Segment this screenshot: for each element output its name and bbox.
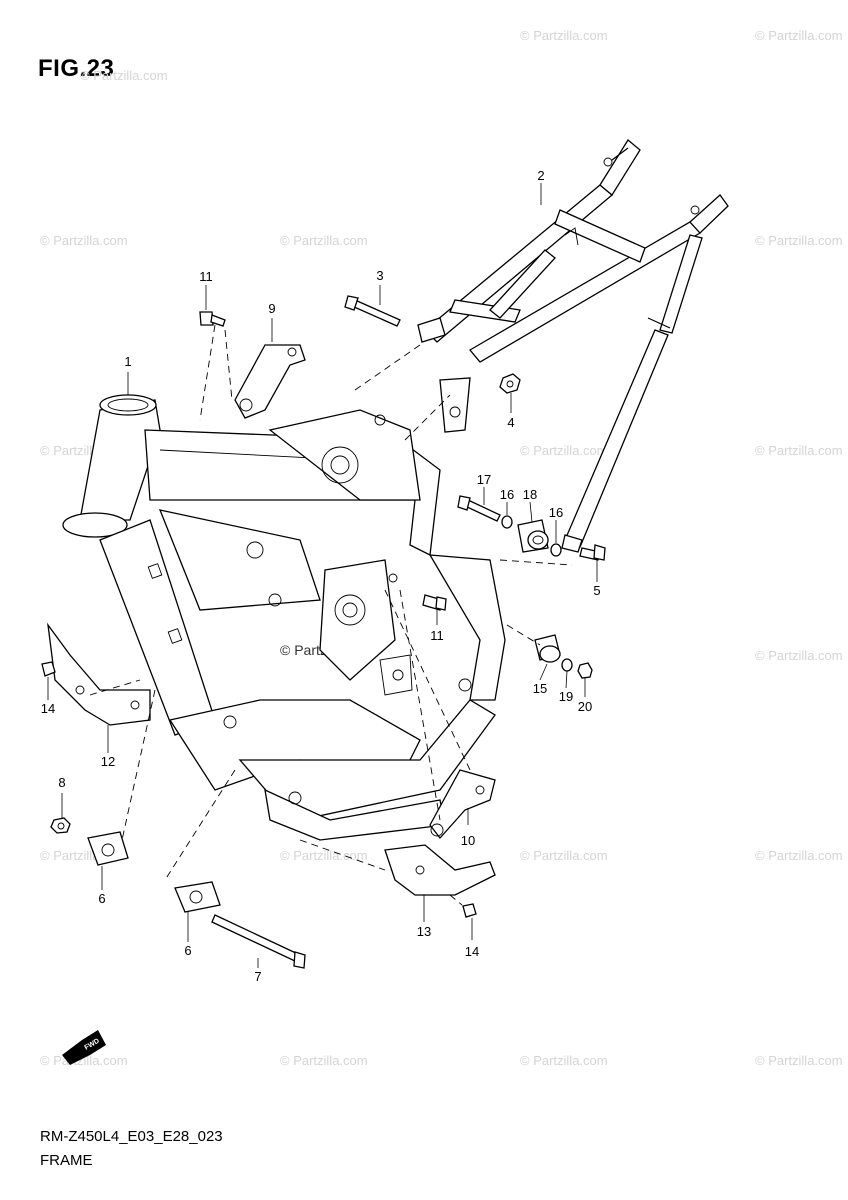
diagram-name: FRAME <box>40 1152 93 1169</box>
bolt-3[interactable] <box>344 295 401 327</box>
guard-12[interactable] <box>47 622 151 726</box>
diagram-code: RM-Z450L4_E03_E28_023 <box>40 1128 223 1145</box>
callout-1: 1 <box>124 354 131 369</box>
callout-12: 12 <box>101 754 115 769</box>
guard-13[interactable] <box>384 844 496 896</box>
bolt-14-left[interactable] <box>41 661 56 677</box>
figure-title: FIG.23 <box>38 55 115 82</box>
leader-lines <box>47 183 598 968</box>
callout-7: 7 <box>254 969 261 984</box>
bolt-17[interactable] <box>457 495 501 522</box>
callout-17: 17 <box>477 472 491 487</box>
washer-19[interactable] <box>561 658 573 672</box>
bolt-11-top[interactable] <box>199 311 226 327</box>
callout-14-right: 14 <box>465 944 479 959</box>
watermark-text: © Partzilla.com <box>755 443 843 458</box>
callout-3: 3 <box>376 268 383 283</box>
watermark-text: © Partzilla.com <box>280 233 368 248</box>
bracket-6-upper[interactable] <box>87 831 129 866</box>
bolt-5[interactable] <box>579 544 606 561</box>
callout-16-right: 16 <box>549 505 563 520</box>
bolt-11-mid[interactable] <box>422 594 447 611</box>
bracket-10[interactable] <box>429 769 496 840</box>
nut-8[interactable] <box>50 817 71 834</box>
callout-13: 13 <box>417 924 431 939</box>
collar-15[interactable] <box>534 634 561 663</box>
callout-16-left: 16 <box>500 487 514 502</box>
callout-4: 4 <box>507 415 514 430</box>
bolt-7[interactable] <box>211 914 306 969</box>
watermark-text: © Partzilla.com <box>520 28 608 43</box>
callout-5: 5 <box>593 583 600 598</box>
callout-15: 15 <box>533 681 547 696</box>
watermark-text: © Partzilla.com <box>520 1053 608 1068</box>
fwd-arrow-icon: FWD <box>62 1030 106 1065</box>
callout-11-mid: 11 <box>430 628 444 643</box>
bracket-6-lower[interactable] <box>174 881 221 913</box>
watermark-text: © Partzilla.com <box>40 1053 128 1068</box>
callout-2: 2 <box>537 168 544 183</box>
watermark-text: © Partzilla.com <box>40 233 128 248</box>
callout-8: 8 <box>58 775 65 790</box>
watermark-text: © Partzilla.com <box>755 648 843 663</box>
collar-18[interactable] <box>517 519 549 553</box>
callout-9: 9 <box>268 301 275 316</box>
watermark-text: © Partzilla.com <box>755 848 843 863</box>
watermark-text: © Partzilla.com <box>280 1053 368 1068</box>
callout-20: 20 <box>578 699 592 714</box>
washer-16-right[interactable] <box>550 543 562 557</box>
callout-10: 10 <box>461 833 475 848</box>
nut-4[interactable] <box>499 373 521 394</box>
watermark-text: © Partzilla.com <box>755 1053 843 1068</box>
washer-16-left[interactable] <box>501 515 513 529</box>
rear-subframe[interactable] <box>417 139 729 553</box>
callout-19: 19 <box>559 689 573 704</box>
bolt-14-right[interactable] <box>462 903 477 918</box>
watermark-text: © Partzilla.com <box>520 443 608 458</box>
watermark-text: © Partzilla.com <box>80 68 168 83</box>
watermark-text: © Partzilla.com <box>755 28 843 43</box>
callout-6-upper: 6 <box>98 891 105 906</box>
watermark-text: © Partzilla.com <box>280 848 368 863</box>
watermarks: © Partzilla.com © Partzilla.com © Partzi… <box>40 28 843 1068</box>
watermark-text: © Partzilla.com <box>755 233 843 248</box>
callout-6-lower: 6 <box>184 943 191 958</box>
watermark-text: © Partzilla.com <box>520 848 608 863</box>
callouts: 1 2 3 4 5 6 6 7 8 9 10 11 11 12 13 14 14… <box>41 168 601 984</box>
assembly-lines <box>89 324 573 906</box>
callout-11-top: 11 <box>199 269 213 284</box>
nut-20[interactable] <box>577 662 593 679</box>
main-frame[interactable] <box>62 394 506 841</box>
callout-14-left: 14 <box>41 701 55 716</box>
bracket-9[interactable] <box>234 344 306 419</box>
callout-18: 18 <box>523 487 537 502</box>
